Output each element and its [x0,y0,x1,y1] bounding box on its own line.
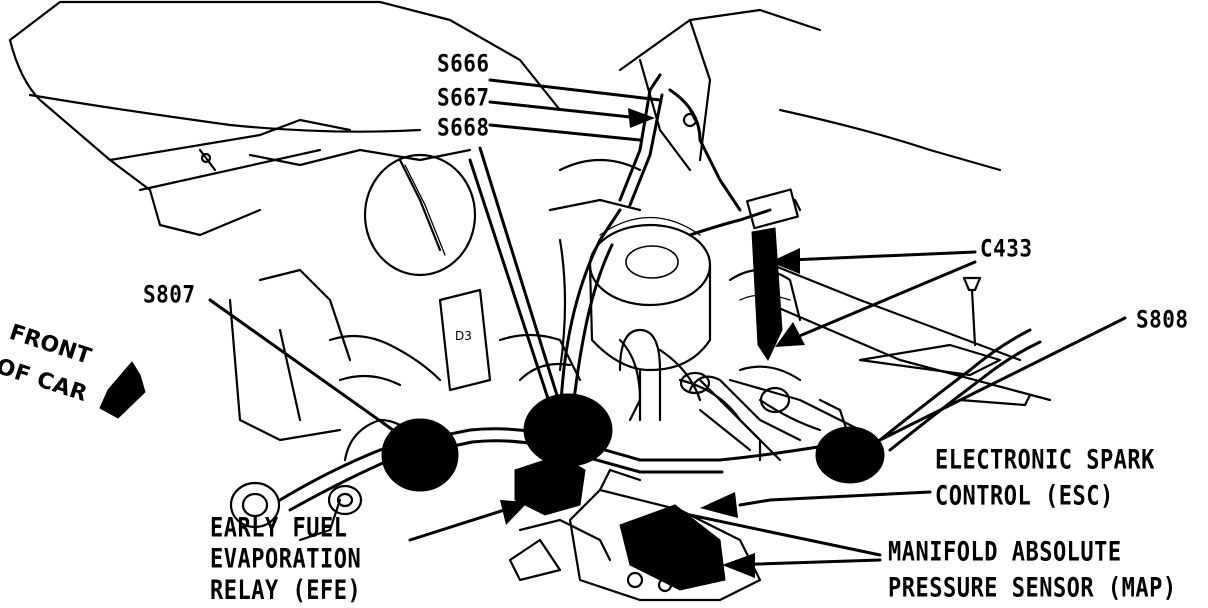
label-map-line1: MANIFOLD ABSOLUTE [888,537,1122,568]
leader-c433-a [788,250,977,262]
map-sensor-blob [619,504,726,591]
label-s807: S807 [143,280,196,309]
arrowhead-c433-a [770,248,800,274]
label-esc-line2: CONTROL (ESC) [935,481,1114,512]
engine-block: D3 [228,158,862,462]
leader-s667-down [468,158,557,422]
label-efe-line3: RELAY (EFE) [210,576,362,606]
harness-connector [682,108,802,230]
lower-fittings [229,481,612,582]
leader-s666 [488,78,662,102]
arrowhead-c433-b [775,322,805,347]
splice-s666-668-blob [523,393,613,467]
arrowhead-efe [500,500,528,525]
label-efe-line2: EVAPORATION [210,544,362,575]
leader-efe [408,503,522,542]
left-round-housing [363,153,477,277]
c433-connector-blob [751,227,783,362]
mounting-screw [962,276,982,347]
label-efe: EARLY FUEL EVAPORATION RELAY (EFE) [210,513,362,606]
label-s668: S668 [437,113,490,142]
leader-c433-b [788,260,977,342]
label-s666: S666 [437,49,490,78]
arrowhead-s667 [628,108,655,128]
firewall-outline [618,8,1052,407]
leader-map-a [688,513,882,557]
splice-s807-blob [381,418,459,492]
label-c433: C433 [980,234,1033,263]
label-map: MANIFOLD ABSOLUTE PRESSURE SENSOR (MAP) [888,537,1177,604]
leader-s668-down [478,146,562,407]
leader-s808 [868,316,1127,447]
efe-relay-blob [514,454,586,516]
label-map-line2: PRESSURE SENSOR (MAP) [888,573,1177,604]
label-s667: S667 [437,83,490,112]
label-s808: S808 [1136,305,1189,334]
fender-outline [8,0,562,237]
air-cleaner-housing [588,216,712,372]
leader-s668 [488,123,642,142]
leader-esc [738,490,932,507]
label-esc: ELECTRONIC SPARK CONTROL (ESC) [935,445,1155,512]
splice-s808-blob [815,426,885,484]
arrowhead-map [722,553,755,578]
leader-s667 [488,100,642,120]
svg-text:D3: D3 [455,329,472,343]
label-efe-line1: EARLY FUEL [210,513,348,544]
front-of-car-arrow [99,361,146,419]
leader-s807 [208,298,402,437]
arrowhead-esc [700,492,738,518]
label-esc-line1: ELECTRONIC SPARK [935,445,1155,476]
